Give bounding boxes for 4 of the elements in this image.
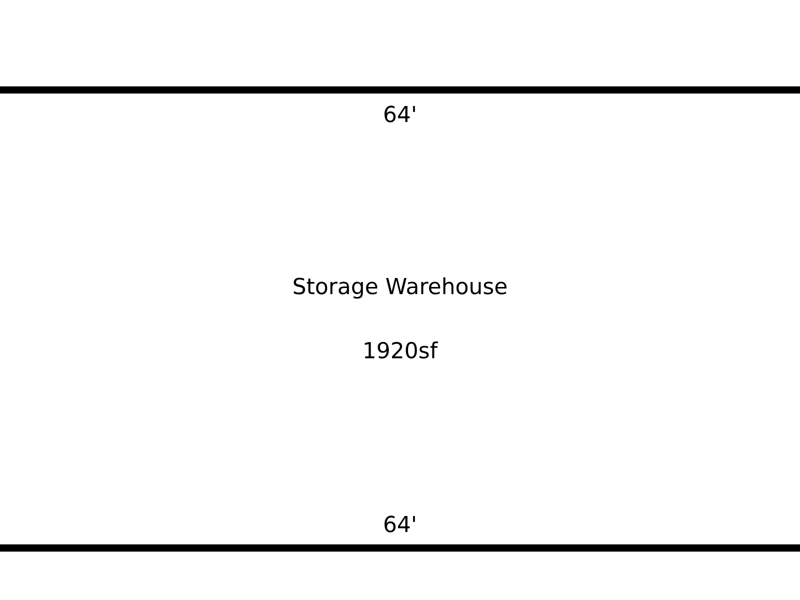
area-label: 1920sf bbox=[364, 342, 438, 359]
dimension-label: 64' bbox=[384, 516, 415, 532]
room-label: Storage Warehouse bbox=[294, 277, 507, 299]
dimension-label: 64' bbox=[384, 106, 415, 122]
